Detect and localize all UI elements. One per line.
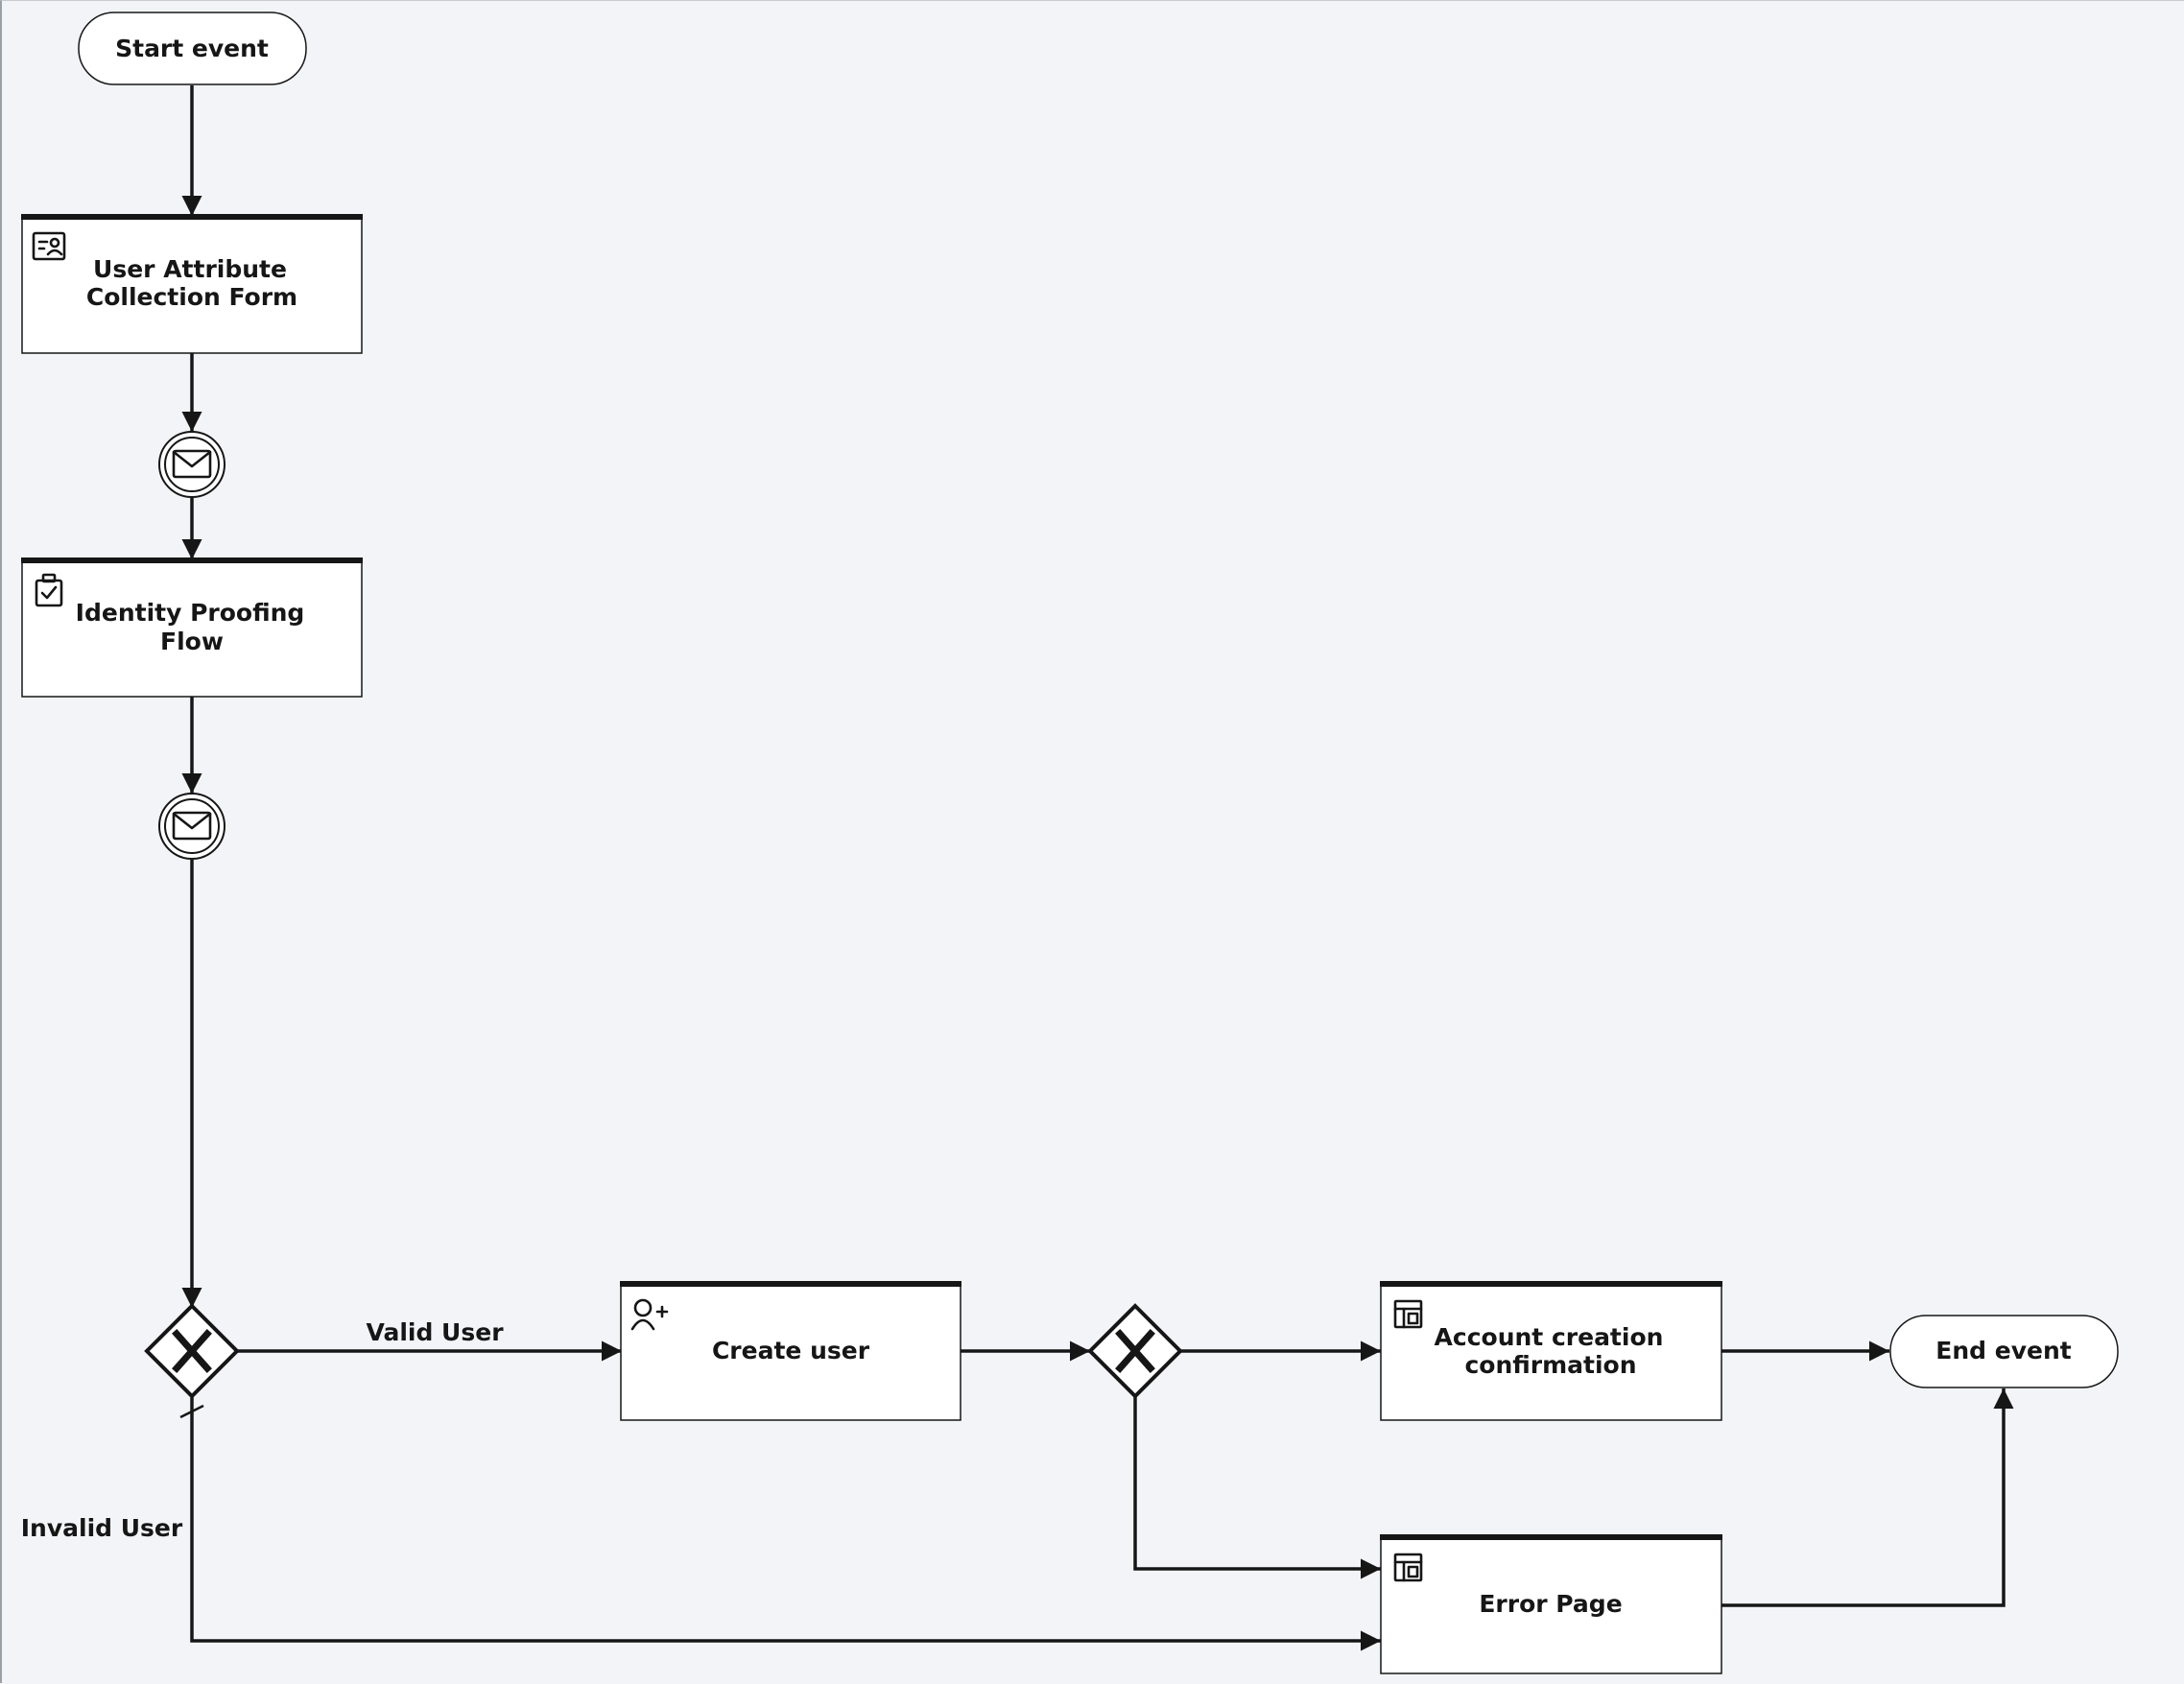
start-event[interactable]: Start event (78, 12, 307, 85)
task-user-attribute-form-line1: User Attribute (93, 255, 287, 283)
gateway-2[interactable] (1087, 1303, 1183, 1399)
message-event-2[interactable] (158, 793, 226, 860)
message-event-1[interactable] (158, 431, 226, 498)
edges (179, 85, 2014, 1651)
edge-label-valid-user: Valid User (366, 1318, 504, 1346)
gateway-1[interactable] (144, 1303, 240, 1399)
edge-gateway-2-to-error[interactable] (1133, 1396, 1381, 1579)
task-error-page[interactable]: Error Page (1380, 1534, 1722, 1674)
task-error-page-label: Error Page (1479, 1590, 1622, 1618)
edge-label-invalid-user: Invalid User (21, 1514, 183, 1542)
task-identity-proofing-line1: Identity Proofing (76, 599, 305, 627)
edge-error-to-end[interactable] (1721, 1388, 2014, 1607)
end-event[interactable]: End event (1889, 1315, 2119, 1388)
default-flow-marker (179, 1404, 204, 1419)
task-create-user-label: Create user (712, 1337, 870, 1364)
exclusive-gateway-x-icon (1115, 1329, 1155, 1373)
user-add-icon (630, 1298, 669, 1331)
page-layout-icon (1393, 1553, 1423, 1582)
task-account-confirmation[interactable]: Account creation confirmation (1380, 1281, 1722, 1421)
task-user-attribute-form-line2: Collection Form (86, 283, 297, 311)
start-event-label: Start event (115, 35, 269, 62)
user-profile-card-icon (32, 231, 66, 261)
task-identity-proofing[interactable]: Identity Proofing Flow (21, 557, 363, 698)
edge-invalid-user[interactable] (190, 1396, 1381, 1651)
task-account-confirmation-line1: Account creation (1435, 1323, 1664, 1351)
task-account-confirmation-line2: confirmation (1464, 1351, 1636, 1379)
task-user-attribute-form[interactable]: User Attribute Collection Form (21, 214, 363, 354)
task-identity-proofing-line2: Flow (160, 628, 224, 655)
envelope-icon (172, 811, 212, 841)
task-create-user[interactable]: Create user (620, 1281, 961, 1421)
clipboard-check-icon (35, 573, 63, 607)
envelope-icon (172, 449, 212, 479)
end-event-label: End event (1935, 1337, 2071, 1364)
exclusive-gateway-x-icon (172, 1329, 212, 1373)
page-layout-icon (1393, 1299, 1423, 1329)
